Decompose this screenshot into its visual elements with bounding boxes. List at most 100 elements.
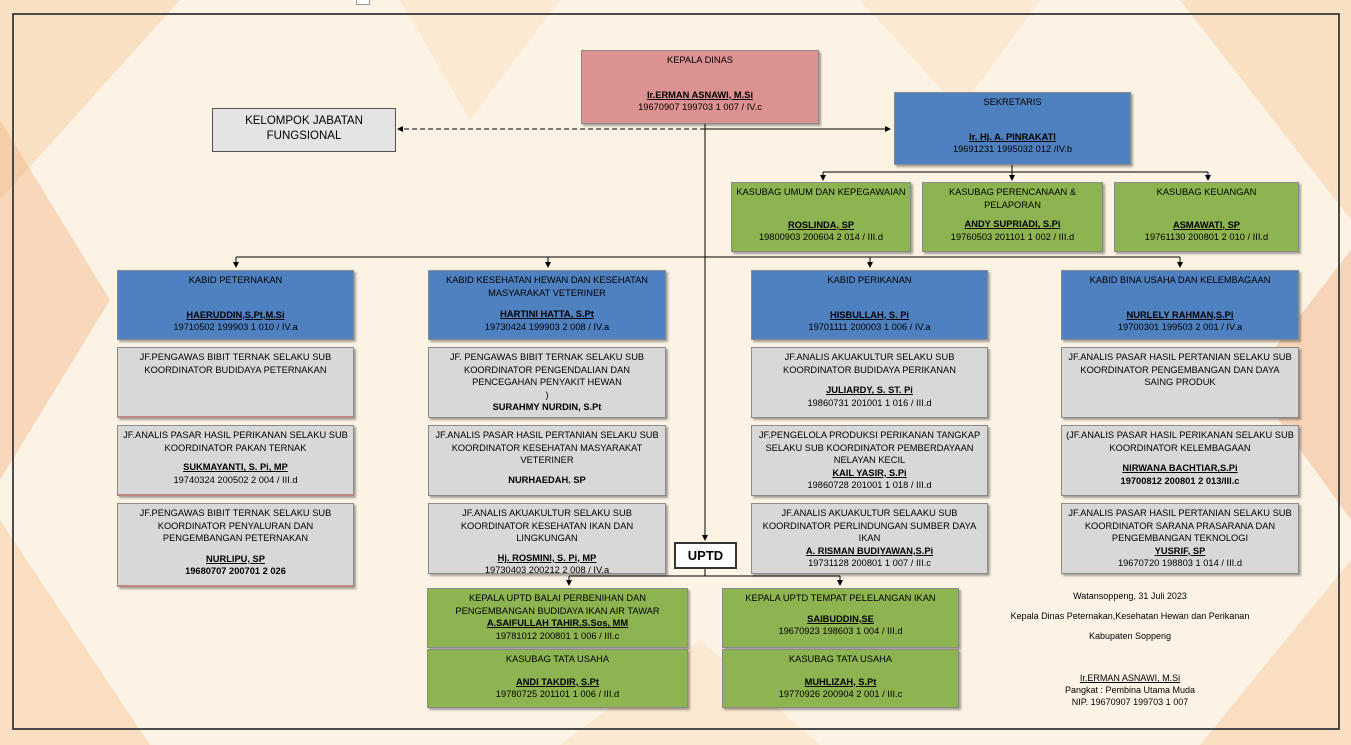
kabid-title: KABID PETERNAKAN <box>188 275 283 285</box>
jf-box: (JF.ANALIS PASAR HASIL PERIKANAN SELAKU … <box>1061 425 1299 496</box>
kabid-nip: 19730424 199903 2 008 / IV.a <box>484 321 610 332</box>
jf-title: JF. PENGAWAS BIBIT TERNAK SELAKU SUB KOO… <box>449 352 645 388</box>
jf-box: JF.ANALIS AKUAKULTUR SELAKU SUB KOORDINA… <box>751 347 988 418</box>
top-marker <box>356 0 370 5</box>
kabid-kesehatan-hewan-box: KABID KESEHATAN HEWAN DAN KESEHATAN MASY… <box>428 270 666 340</box>
kasubag-title: KASUBAG PERENCANAAN & PELAPORAN <box>948 187 1077 210</box>
uptd-unit-title: KEPALA UPTD TEMPAT PELELANGAN IKAN <box>745 593 936 603</box>
kabid-title: KABID KESEHATAN HEWAN DAN KESEHATAN MASY… <box>446 275 648 298</box>
uptd-sub-title: KASUBAG TATA USAHA <box>788 654 893 664</box>
uptd-tpi-box: KEPALA UPTD TEMPAT PELELANGAN IKAN SAIBU… <box>722 588 959 648</box>
jf-name: NURLIPU, SP <box>206 553 265 564</box>
kabid-bina-usaha-box: KABID BINA USAHA DAN KELEMBAGAAN NURLELY… <box>1061 270 1299 340</box>
jf-box: JF.ANALIS PASAR HASIL PERIKANAN SELAKU S… <box>117 425 354 496</box>
signature-position: Kepala Dinas Peternakan,Kesehatan Hewan … <box>1010 611 1250 621</box>
jf-name: Hj. ROSMINI, S. Pi, MP <box>497 552 597 563</box>
jf-nip: 19740324 200502 2 004 / III.d <box>173 474 298 485</box>
kasubag-name: ROSLINDA, SP <box>787 219 855 230</box>
kasubag-name: ASMAWATI, SP <box>1173 219 1240 230</box>
jf-name: NIRWANA BACHTIAR,S.Pi <box>1122 463 1238 474</box>
uptd-sub-nip: 19770926 200904 2 001 / III.c <box>778 689 903 700</box>
jf-nip: 19680707 200701 2 026 <box>185 566 286 577</box>
jf-title: JF.ANALIS AKUAKULTUR SELAAKU SUB KOORDIN… <box>762 508 977 544</box>
jf-box: JF.PENGAWAS BIBIT TERNAK SELAKU SUB KOOR… <box>117 347 354 418</box>
kabid-peternakan-box: KABID PETERNAKAN HAERUDDIN,S.Pt,M.Si 197… <box>117 270 354 340</box>
kasubag-perencanaan-box: KASUBAG PERENCANAAN & PELAPORAN ANDY SUP… <box>922 182 1103 252</box>
jf-box: JF. PENGAWAS BIBIT TERNAK SELAKU SUB KOO… <box>428 347 666 418</box>
kasubag-title: KASUBAG UMUM DAN KEPEGAWAIAN <box>736 187 906 197</box>
jf-extra: ) <box>545 389 549 400</box>
kelompok-jabatan-fungsional-box: KELOMPOK JABATAN FUNGSIONAL <box>212 108 396 152</box>
kepala-dinas-nip: 19670907 199703 1 007 / IV.c <box>638 102 762 113</box>
jf-title: JF.ANALIS AKUAKULTUR SELAKU SUB KOORDINA… <box>460 508 634 544</box>
kabid-nip: 19701111 200003 1 006 / IV.a <box>808 322 931 333</box>
sekretaris-title: SEKRETARIS <box>983 97 1042 107</box>
jf-title: JF.ANALIS PASAR HASIL PERIKANAN SELAKU S… <box>123 430 348 453</box>
uptd-unit-name: A.SAIFULLAH TAHIR,S.Sos, MM <box>486 618 629 629</box>
kasubag-keuangan-box: KASUBAG KEUANGAN ASMAWATI, SP 19761130 2… <box>1114 182 1299 252</box>
jf-title: JF.ANALIS PASAR HASIL PERTANIAN SELAKU S… <box>435 430 659 466</box>
jf-nip: 19730403 200212 2 008 / IV.a <box>484 565 610 574</box>
kasubag-nip: 19761130 200801 2 010 / III.d <box>1144 232 1269 243</box>
jf-title: JF.ANALIS PASAR HASIL PERTANIAN SELAKU S… <box>1068 508 1292 544</box>
jf-nip: 19860728 201001 1 018 / III.d <box>807 480 932 491</box>
jf-title: (JF.ANALIS PASAR HASIL PERIKANAN SELAKU … <box>1066 430 1294 453</box>
jf-box: JF.ANALIS PASAR HASIL PERTANIAN SELAKU S… <box>1061 503 1299 574</box>
jf-nip: 19731128 200801 1 007 / III.c <box>808 558 931 569</box>
uptd-balai-box: KEPALA UPTD BALAI PERBENIHAN DAN PENGEMB… <box>427 588 688 648</box>
jf-box: JF.ANALIS PASAR HASIL PERTANIAN SELAKU S… <box>1061 347 1299 418</box>
kasubag-umum-box: KASUBAG UMUM DAN KEPEGAWAIAN ROSLINDA, S… <box>731 182 911 252</box>
uptd-balai-kasubag-box: KASUBAG TATA USAHA ANDI TAKDIR, S.Pt 197… <box>427 649 688 708</box>
jf-name: A. RISMAN BUDIYAWAN,S.Pi <box>805 545 934 556</box>
uptd-sub-title: KASUBAG TATA USAHA <box>505 654 610 664</box>
jf-box: JF.ANALIS PASAR HASIL PERTANIAN SELAKU S… <box>428 425 666 496</box>
kasubag-name: ANDY SUPRIADI, S.Pi <box>964 219 1061 230</box>
kabid-nip: 19710502 199903 1 010 / IV.a <box>173 322 298 333</box>
kasubag-nip: 19760503 201101 1 002 / III.d <box>950 231 1075 242</box>
uptd-unit-name: SAIBUDDIN,SE <box>807 613 874 624</box>
jf-box: JF.PENGELOLA PRODUKSI PERIKANAN TANGKAP … <box>751 425 988 496</box>
uptd-box: UPTD <box>674 542 737 569</box>
jf-box: JF.PENGAWAS BIBIT TERNAK SELAKU SUB KOOR… <box>117 503 354 587</box>
jf-nip: 19670720 198803 1 014 / III.d <box>1117 558 1243 569</box>
sekretaris-nip: 19691231 1995032 012 /IV.b <box>952 144 1073 155</box>
jf-title: JF.PENGELOLA PRODUKSI PERIKANAN TANGKAP … <box>758 430 981 466</box>
kabid-name: HARTINI HATTA, S.Pt <box>500 309 594 320</box>
jf-title: JF.PENGAWAS BIBIT TERNAK SELAKU SUB KOOR… <box>139 508 332 544</box>
kepala-dinas-box: KEPALA DINAS Ir.ERMAN ASNAWI, M.Si 19670… <box>581 50 819 124</box>
kabid-name: NURLELY RAHMAN,S.Pi <box>1126 309 1234 320</box>
uptd-sub-name: ANDI TAKDIR, S.Pt <box>516 676 599 687</box>
sekretaris-box: SEKRETARIS Ir. Hj. A. PINRAKATI 19691231… <box>894 92 1131 165</box>
chart-frame <box>12 13 1340 730</box>
signature-rank: Pangkat : Pembina Utama Muda <box>1064 685 1196 695</box>
signature-region: Kabupaten Soppeng <box>1088 631 1172 641</box>
jf-box: JF.ANALIS AKUAKULTUR SELAAKU SUB KOORDIN… <box>751 503 988 574</box>
signature-nip: NIP. 19670907 199703 1 007 <box>1071 697 1189 707</box>
kelompok-jabatan-fungsional-label: KELOMPOK JABATAN FUNGSIONAL <box>245 115 363 142</box>
uptd-unit-nip: 19781012 200801 1 006 / III.c <box>495 630 620 641</box>
jf-title: JF.ANALIS PASAR HASIL PERTANIAN SELAKU S… <box>1068 352 1292 388</box>
uptd-sub-nip: 19780725 201101 1 006 / III.d <box>495 689 620 700</box>
jf-name: NURHAEDAH. SP <box>508 474 586 485</box>
jf-nip: 19860731 201001 1 016 / III.d <box>807 397 932 408</box>
jf-name: KAIL YASIR, S.Pi <box>832 467 907 478</box>
signature-name: Ir.ERMAN ASNAWI, M.Si <box>1079 673 1181 683</box>
signature-place-date: Watansoppeng, 31 Juli 2023 <box>1073 591 1187 601</box>
kabid-perikanan-box: KABID PERIKANAN HISBULLAH, S. Pi 1970111… <box>751 270 988 340</box>
kepala-dinas-title: KEPALA DINAS <box>667 55 733 65</box>
jf-name: SUKMAYANTI, S. Pi, MP <box>183 462 288 473</box>
jf-nip: 19700812 200801 2 013/III.c <box>1120 475 1240 486</box>
uptd-label: UPTD <box>687 548 724 563</box>
kabid-nip: 19700301 199503 2 001 / IV.a <box>1117 322 1243 333</box>
jf-name: SURAHMY NURDIN, S.Pt <box>492 402 602 413</box>
kabid-title: KABID BINA USAHA DAN KELEMBAGAAN <box>1089 275 1271 285</box>
kabid-title: KABID PERIKANAN <box>827 275 912 285</box>
sekretaris-name: Ir. Hj. A. PINRAKATI <box>969 131 1056 142</box>
jf-name: JULIARDY, S. ST. Pi <box>826 385 913 396</box>
kabid-name: HAERUDDIN,S.Pt,M.Si <box>186 309 285 320</box>
jf-box: JF.ANALIS AKUAKULTUR SELAKU SUB KOORDINA… <box>428 503 666 574</box>
jf-name: YUSRIF, SP <box>1154 545 1206 556</box>
kasubag-title: KASUBAG KEUANGAN <box>1156 187 1257 197</box>
uptd-unit-title: KEPALA UPTD BALAI PERBENIHAN DAN PENGEMB… <box>455 593 660 616</box>
